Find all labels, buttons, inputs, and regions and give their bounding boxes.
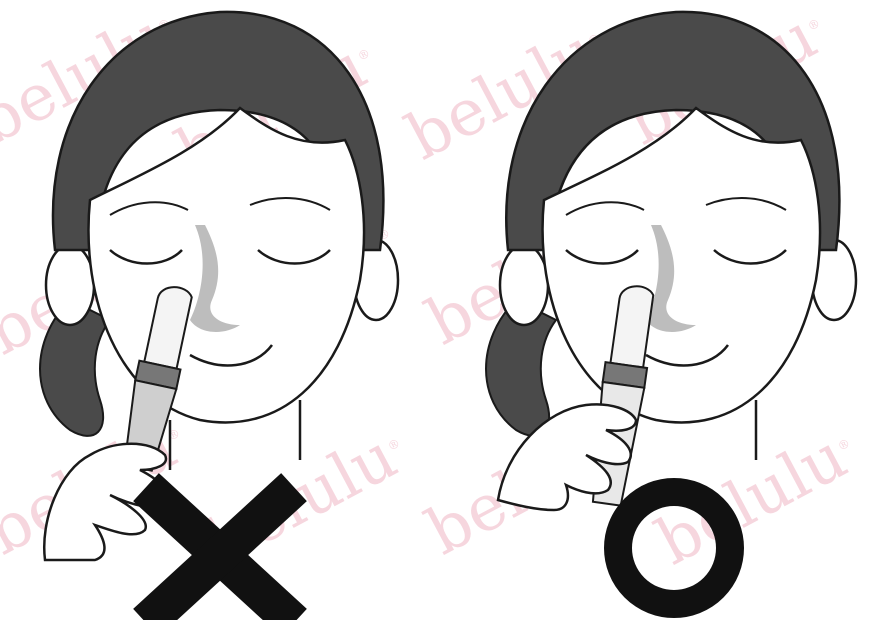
left-ear [46, 245, 94, 325]
correct-circle-icon [618, 492, 730, 604]
illustration-wrong [0, 0, 436, 620]
panel-wrong-usage [0, 0, 436, 620]
left-ear [500, 245, 548, 325]
face [88, 108, 364, 422]
panel-correct-usage [436, 0, 872, 620]
face [543, 108, 820, 422]
wrong-x-icon [160, 500, 280, 610]
illustration-correct [436, 0, 872, 620]
